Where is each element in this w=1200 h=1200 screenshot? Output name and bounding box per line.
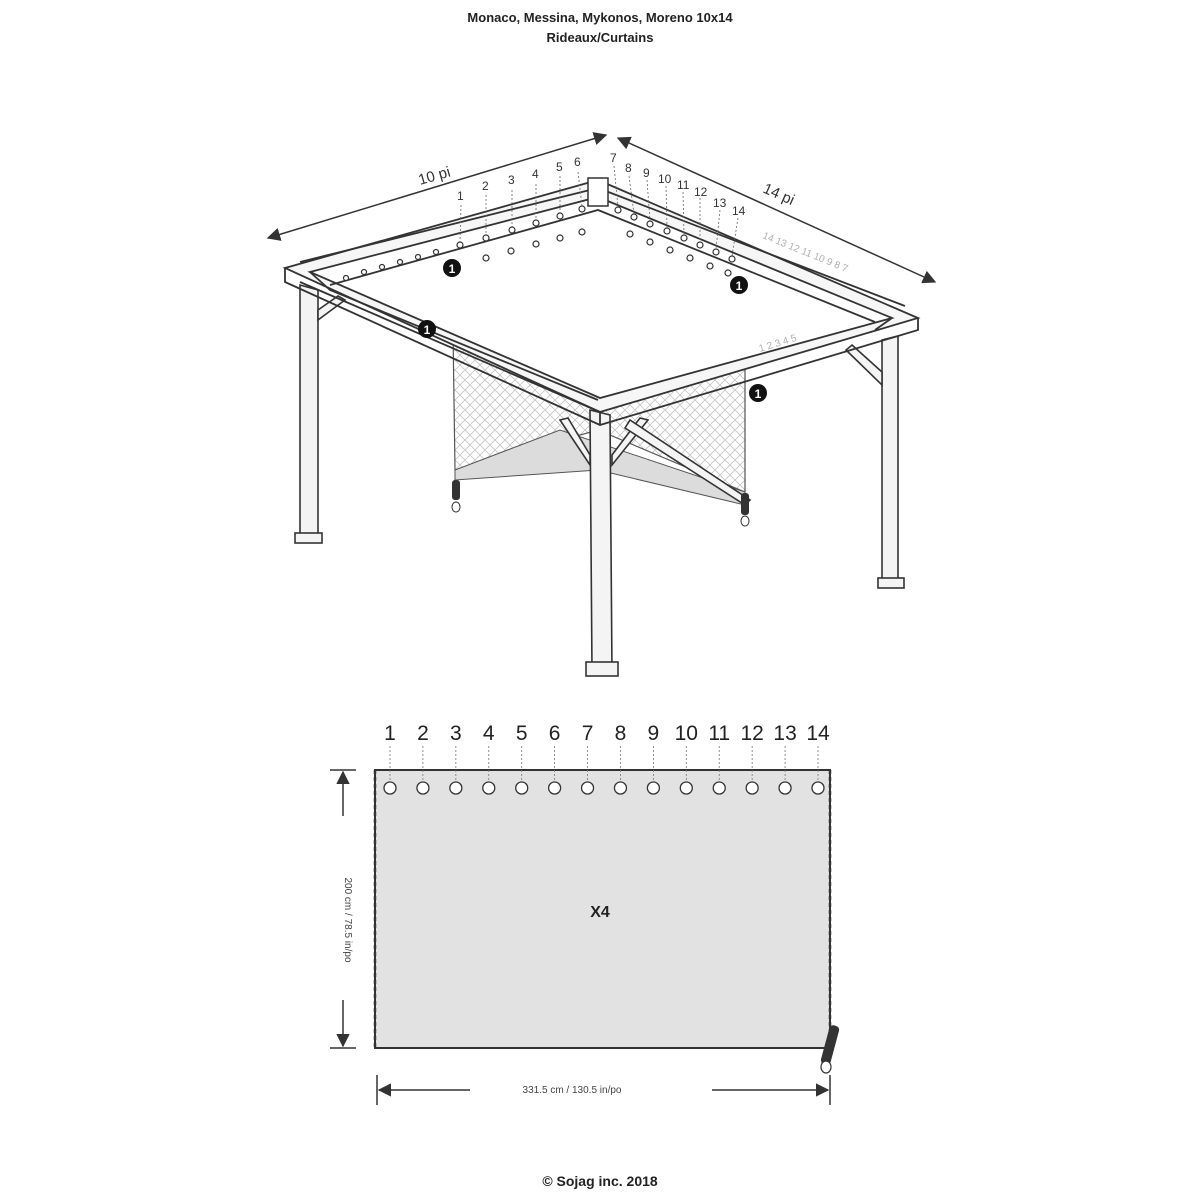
callout-number: 1 — [736, 279, 743, 293]
depth-dimension-arrow — [616, 136, 937, 284]
hook-num-11: 11 — [677, 178, 690, 192]
callout-badge-1c: 1 — [418, 320, 436, 338]
grommet-number: 12 — [740, 722, 763, 745]
grommet — [811, 781, 825, 795]
tieback-left — [451, 480, 461, 513]
grommet — [613, 781, 628, 795]
hook-num-13: 13 — [713, 196, 727, 210]
panel-tieback — [820, 1025, 840, 1074]
hook-num-10: 10 — [658, 172, 672, 186]
curtain-quantity: X4 — [590, 904, 610, 921]
grommet-number: 3 — [450, 722, 462, 745]
hook-num-3: 3 — [508, 173, 515, 187]
hook-num-14: 14 — [732, 204, 746, 218]
copyright: © Sojag inc. 2018 — [542, 1173, 658, 1189]
width-dimension-arrow — [266, 132, 608, 241]
grommet — [646, 781, 661, 795]
grommet-number: 1 — [384, 722, 396, 745]
gazebo-braces — [317, 295, 883, 507]
height-dimension — [330, 769, 356, 1049]
hook-num-5: 5 — [556, 160, 563, 174]
curtain-panel — [374, 769, 831, 1049]
grommet — [679, 781, 693, 795]
hook-num-12: 12 — [694, 185, 708, 199]
hook-num-2: 2 — [482, 179, 489, 193]
grommet — [515, 781, 529, 795]
callout-badge-1a: 1 — [443, 259, 461, 277]
grommet-number: 14 — [806, 722, 830, 745]
grommet — [580, 781, 595, 795]
hook-num-7: 7 — [610, 151, 617, 165]
callout-number: 1 — [424, 323, 431, 337]
tieback-right — [740, 493, 750, 527]
callout-badge-1d: 1 — [749, 384, 767, 402]
center-post-cap — [587, 177, 609, 207]
height-label: 200 cm / 78.5 in/po — [342, 877, 353, 962]
width-dimension — [376, 1075, 831, 1105]
grommet-number: 7 — [582, 722, 594, 745]
grommet-number: 9 — [648, 722, 660, 745]
grommet-number: 5 — [516, 722, 528, 745]
grommet-row — [383, 746, 825, 795]
gazebo-roof-frame — [282, 179, 921, 426]
diagram-title: Monaco, Messina, Mykonos, Moreno 10x14 — [467, 10, 733, 25]
grommet-number: 10 — [675, 722, 698, 745]
grommet-number: 11 — [708, 722, 730, 745]
callout-number: 1 — [449, 262, 456, 276]
hook-num-4: 4 — [532, 167, 539, 181]
grommet — [416, 781, 430, 795]
hook-num-1: 1 — [457, 189, 464, 203]
grommet — [778, 781, 792, 795]
width-label: 331.5 cm / 130.5 in/po — [523, 1085, 622, 1096]
diagram-subtitle: Rideaux/Curtains — [546, 30, 654, 45]
hook-num-9: 9 — [643, 166, 650, 180]
grommet — [712, 781, 726, 795]
grommet — [383, 781, 397, 795]
hook-num-8: 8 — [625, 161, 632, 175]
grommet — [547, 781, 562, 795]
grommet-number: 6 — [549, 722, 561, 745]
width-label: 10 pi — [416, 164, 452, 189]
hook-num-6: 6 — [574, 155, 581, 169]
grommet-number: 13 — [773, 722, 796, 745]
gazebo-illustration: 1 2 3 4 5 6 7 8 9 10 11 12 13 14 14 13 1… — [266, 132, 937, 677]
grommet-number: 4 — [483, 722, 495, 745]
grommet-number: 2 — [417, 722, 429, 745]
grommet — [449, 781, 463, 795]
gazebo-posts — [294, 283, 905, 677]
grommet — [745, 781, 759, 795]
callout-badge-1b: 1 — [730, 276, 748, 294]
grommet — [482, 781, 496, 795]
grommet-number: 8 — [615, 722, 627, 745]
callout-number: 1 — [755, 387, 762, 401]
